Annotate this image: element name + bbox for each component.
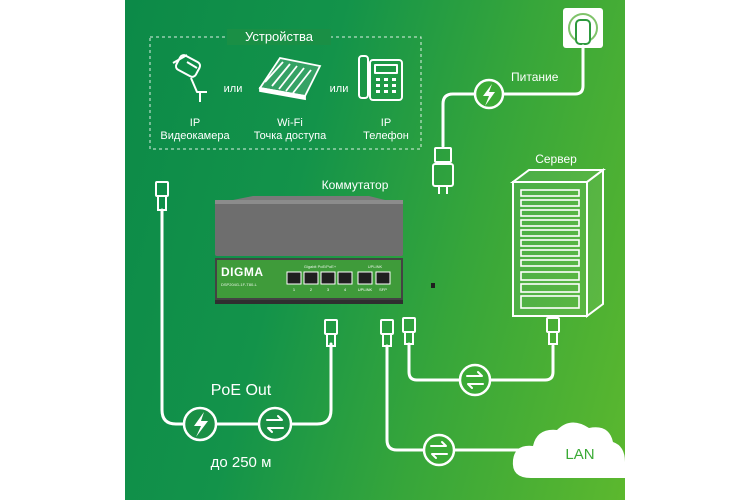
server-label: Сервер xyxy=(535,152,577,166)
diagram-panel: Устройства или или IP Видеокамера Wi-Fi … xyxy=(125,0,625,500)
camera-label-line2: Видеокамера xyxy=(160,130,230,142)
devices-title: Устройства xyxy=(244,29,313,44)
lan-label: LAN xyxy=(565,446,595,463)
power-led xyxy=(431,283,435,288)
port-3[interactable] xyxy=(320,271,336,285)
rj45-plug-server-switch xyxy=(402,317,416,345)
port-2[interactable] xyxy=(303,271,319,285)
exchange-arrows-icon xyxy=(466,371,484,389)
access-point-label-line2: Точка доступа xyxy=(253,130,327,142)
access-point-label-line1: Wi-Fi xyxy=(277,117,303,129)
or-label-2: или xyxy=(329,83,349,95)
port-sfp[interactable] xyxy=(375,271,391,285)
poe-out-label: PoE Out xyxy=(210,382,272,399)
power-plug-icon xyxy=(432,147,454,194)
poe-data-badge xyxy=(257,406,293,442)
switch-label: Коммутатор xyxy=(321,178,389,192)
switch-brand: DIGMA xyxy=(221,265,264,279)
lan-cable xyxy=(385,344,531,452)
exchange-arrows-icon xyxy=(266,415,284,433)
or-label-1: или xyxy=(223,83,243,95)
phone-label-line1: IP xyxy=(380,117,392,129)
lightning-icon xyxy=(483,84,495,106)
ip-phone-icon xyxy=(358,55,403,101)
port-1[interactable] xyxy=(286,271,302,285)
lan-cloud-icon xyxy=(512,422,625,478)
rj45-plug-server xyxy=(546,317,560,345)
rj45-plug-lan-switch xyxy=(380,319,394,347)
ip-camera-icon xyxy=(172,54,207,102)
port-label-uplink: UPLINK xyxy=(357,287,373,292)
camera-label-line1: IP xyxy=(189,117,201,129)
uplink-group-label: UPLINK xyxy=(367,264,383,269)
power-label: Питание xyxy=(511,70,559,84)
poe-group-label: Gigabit PoE/PoE+ xyxy=(303,264,337,269)
switch-ports xyxy=(286,271,435,288)
switch-model: DSP204G-1F-T80-L xyxy=(221,282,257,287)
rj45-plug-poe-switch xyxy=(324,319,338,347)
power-lightning-badge xyxy=(473,78,505,110)
exchange-arrows-icon xyxy=(430,441,448,459)
lan-data-badge xyxy=(422,433,456,467)
power-cable xyxy=(441,44,585,148)
port-label-4: 4 xyxy=(343,287,347,292)
port-uplink[interactable] xyxy=(357,271,373,285)
diagram-graphics xyxy=(149,8,625,478)
rj45-plug-left xyxy=(155,181,169,211)
poe-distance-label: до 250 м xyxy=(210,454,272,471)
devices-frame xyxy=(149,36,422,150)
server-data-badge xyxy=(458,363,492,397)
wall-socket-icon xyxy=(563,8,603,48)
network-switch xyxy=(215,196,435,304)
poe-cable-left xyxy=(160,208,333,426)
port-label-3: 3 xyxy=(326,287,330,292)
devices-title-bg xyxy=(227,29,331,45)
poe-power-badge xyxy=(182,406,218,442)
port-label-1: 1 xyxy=(292,287,296,292)
port-label-2: 2 xyxy=(309,287,313,292)
server-rack-icon xyxy=(510,168,606,318)
wifi-access-point-icon xyxy=(258,56,322,101)
port-4[interactable] xyxy=(337,271,353,285)
port-label-sfp: SFP xyxy=(379,287,387,292)
lightning-icon xyxy=(194,412,208,437)
phone-label-line2: Телефон xyxy=(363,130,409,142)
